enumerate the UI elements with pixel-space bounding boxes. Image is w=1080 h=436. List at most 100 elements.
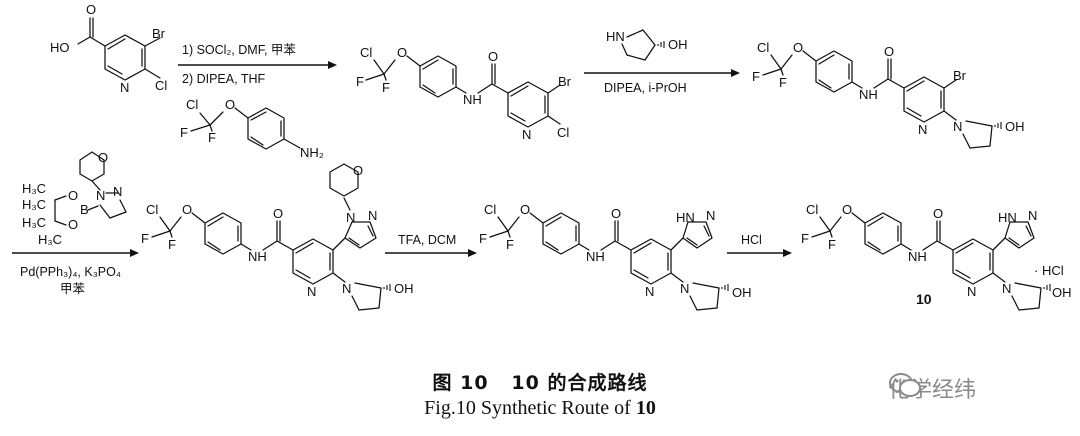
caption-english: Fig.10 Synthetic Route of 10 <box>424 397 656 419</box>
atom-label: O <box>182 202 192 217</box>
step5-line1: HCl <box>741 233 762 247</box>
atom-label: NH₂ <box>300 145 324 160</box>
atom-label: O <box>488 49 498 64</box>
atom-label: F <box>168 237 176 252</box>
atom-label: H₃C <box>38 232 62 247</box>
atom-label: Cl <box>806 202 818 217</box>
intermediate-amide-chloro: Cl O F F NH O Br Cl N <box>356 45 572 142</box>
arrow-step4-head <box>468 249 477 257</box>
step4-line1: TFA, DCM <box>398 233 456 247</box>
atom-label: NH <box>586 249 605 264</box>
atom-label: N <box>953 119 962 134</box>
step1-line2: 2) DIPEA, THF <box>182 72 265 86</box>
atom-label: O <box>933 206 943 221</box>
atom-label: F <box>828 237 836 252</box>
atom-label: NH <box>859 87 878 102</box>
watermark: 化学经纬 <box>888 372 976 404</box>
aniline-reagent: Cl O F F NH₂ <box>180 97 324 160</box>
atom-label: N <box>645 284 654 299</box>
starting-acid: O HO Br Cl N <box>50 2 167 95</box>
atom-label: NH <box>463 92 482 107</box>
atom-label: O <box>793 40 803 55</box>
arrow-step2-head <box>731 69 740 77</box>
atom-label: HN <box>676 210 695 225</box>
atom-label: F <box>382 80 390 95</box>
atom-label: N <box>96 188 105 203</box>
atom-label: · HCl <box>1034 263 1064 278</box>
atom-label: Cl <box>360 45 372 60</box>
intermediate-free-pyrazole: Cl O F F NH O N N OH <box>479 202 752 311</box>
atom-label: N <box>368 208 377 223</box>
atom-label: Br <box>558 74 572 89</box>
atom-label: N <box>680 281 689 296</box>
atom-n: N <box>120 80 129 95</box>
atom-label: O <box>353 163 363 178</box>
arrow-step3-head <box>130 249 139 257</box>
intermediate-thp-pyrazole: Cl O F F NH O N N OH <box>141 163 414 311</box>
atom-label: H₃C <box>22 181 46 196</box>
atom-o: O <box>86 2 96 17</box>
atom-label: HN <box>606 29 625 44</box>
arrow-step1-head <box>328 61 337 69</box>
atom-br: Br <box>152 26 166 41</box>
atom-label: H₃C <box>22 215 46 230</box>
intermediate-pyrrolidinyl-bromo: Cl O F F NH O Br N N OH <box>752 40 1025 149</box>
wechat-icon <box>889 373 921 397</box>
atom-label: O <box>884 44 894 59</box>
atom-label: N <box>307 284 316 299</box>
compound-label: 10 <box>916 291 932 307</box>
atom-label: N <box>346 210 355 225</box>
step2-line1: DIPEA, i-PrOH <box>604 81 687 95</box>
atom-label: N <box>342 281 351 296</box>
atom-label: N <box>918 122 927 137</box>
atom-label: O <box>98 150 108 165</box>
boronate-reagent: O N N B O O H₃C H₃C H₃C H₃C <box>22 150 127 247</box>
atom-label: O <box>397 45 407 60</box>
atom-label: O <box>842 202 852 217</box>
atom-label: O <box>225 97 235 112</box>
step3-line2: 甲苯 <box>60 282 86 296</box>
atom-label: N <box>1028 208 1037 223</box>
atom-label: F <box>506 237 514 252</box>
atom-label: O <box>520 202 530 217</box>
atom-label: F <box>208 130 216 145</box>
step3-line1: Pd(PPh₃)₄, K₃PO₄ <box>20 265 121 279</box>
atom-label: Cl <box>557 125 569 140</box>
atom-ho: HO <box>50 40 70 55</box>
atom-label: N <box>706 208 715 223</box>
atom-label: F <box>180 125 188 140</box>
atom-label: O <box>68 188 78 203</box>
atom-label: O <box>611 206 621 221</box>
atom-label: H₃C <box>22 197 46 212</box>
atom-label: F <box>801 231 809 246</box>
atom-label: O <box>68 217 78 232</box>
atom-label: OH <box>1005 119 1025 134</box>
product-10: Cl O F F NH O N N OH <box>801 202 1072 311</box>
arrow-step5-head <box>783 249 792 257</box>
atom-label: Cl <box>757 40 769 55</box>
atom-label: Br <box>953 68 967 83</box>
atom-label: OH <box>394 281 414 296</box>
atom-label: NH <box>908 249 927 264</box>
atom-label: OH <box>1052 285 1072 300</box>
atom-label: F <box>141 231 149 246</box>
atom-label: Cl <box>186 97 198 112</box>
atom-cl: Cl <box>155 78 167 93</box>
caption-chinese: 图 10 10 的合成路线 <box>432 372 648 394</box>
atom-label: HN <box>998 210 1017 225</box>
atom-label: OH <box>732 285 752 300</box>
pyrrolidinol-reagent: HN OH <box>606 29 688 61</box>
atom-label: OH <box>668 37 688 52</box>
atom-label: F <box>356 74 364 89</box>
atom-label: N <box>522 127 531 142</box>
atom-label: Cl <box>146 202 158 217</box>
atom-label: F <box>752 69 760 84</box>
atom-label: NH <box>248 249 267 264</box>
atom-label: F <box>779 75 787 90</box>
atom-label: O <box>273 206 283 221</box>
atom-label: N <box>1002 281 1011 296</box>
atom-label: F <box>479 231 487 246</box>
atom-label: N <box>113 184 122 199</box>
atom-label: B <box>80 202 89 217</box>
